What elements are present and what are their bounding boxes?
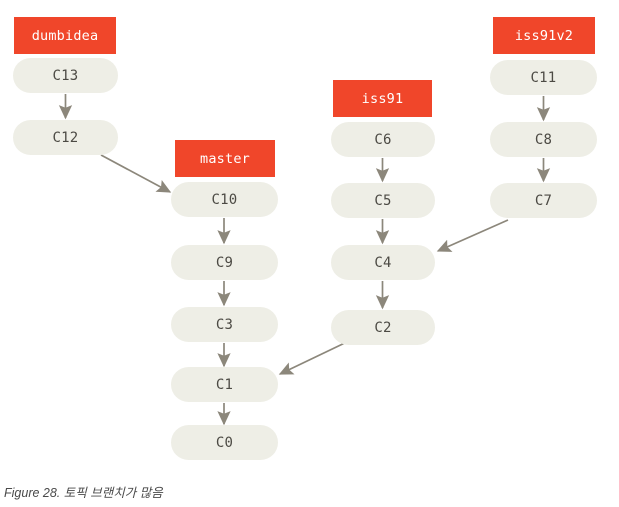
commit-node-c11-text: C11 bbox=[530, 69, 557, 86]
branch-label-master-text: master bbox=[200, 150, 250, 167]
commit-node-c7[interactable]: C7 bbox=[490, 183, 597, 218]
branch-label-master[interactable]: master bbox=[175, 140, 275, 177]
commit-node-c9[interactable]: C9 bbox=[171, 245, 278, 280]
branch-label-iss91[interactable]: iss91 bbox=[333, 80, 432, 117]
commit-node-c11[interactable]: C11 bbox=[490, 60, 597, 95]
figure-caption: Figure 28. 토픽 브랜치가 많음 bbox=[4, 486, 163, 500]
commit-node-c1[interactable]: C1 bbox=[171, 367, 278, 402]
edge-c2-c1 bbox=[278, 339, 352, 375]
commit-node-c0[interactable]: C0 bbox=[171, 425, 278, 460]
commit-node-c13-text: C13 bbox=[52, 67, 79, 84]
commit-node-c7-text: C7 bbox=[534, 192, 553, 209]
commit-node-c10-text: C10 bbox=[211, 191, 238, 208]
commit-node-c1-text: C1 bbox=[215, 376, 234, 393]
branch-label-iss91v2[interactable]: iss91v2 bbox=[493, 17, 595, 54]
branch-label-iss91-text: iss91 bbox=[361, 90, 404, 107]
commit-node-c4[interactable]: C4 bbox=[331, 245, 435, 280]
branch-label-dumbidea[interactable]: dumbidea bbox=[14, 17, 116, 54]
commit-node-c5[interactable]: C5 bbox=[331, 183, 435, 218]
branch-label-dumbidea-text: dumbidea bbox=[31, 27, 99, 44]
commit-node-c9-text: C9 bbox=[215, 254, 234, 271]
commit-node-c3-text: C3 bbox=[215, 316, 234, 333]
commit-node-c0-text: C0 bbox=[215, 434, 234, 451]
commit-node-c8-text: C8 bbox=[534, 131, 553, 148]
commit-node-c5-text: C5 bbox=[374, 192, 392, 209]
commit-node-c3[interactable]: C3 bbox=[171, 307, 278, 342]
commit-node-c2-text: C2 bbox=[374, 319, 392, 336]
commit-node-c6[interactable]: C6 bbox=[331, 122, 435, 157]
commit-node-c12-text: C12 bbox=[52, 129, 79, 146]
commit-node-c13[interactable]: C13 bbox=[13, 58, 118, 93]
commit-node-c4-text: C4 bbox=[374, 254, 392, 271]
edge-c12-c10 bbox=[100, 154, 172, 193]
commit-node-c10[interactable]: C10 bbox=[171, 182, 278, 217]
commit-node-c12[interactable]: C12 bbox=[13, 120, 118, 155]
commit-graph: dumbidea C13 C12 master C10 C9 C3 C1 C0 … bbox=[13, 17, 597, 460]
edge-c7-c4 bbox=[436, 219, 509, 252]
commit-node-c8[interactable]: C8 bbox=[490, 122, 597, 157]
commit-node-c6-text: C6 bbox=[374, 131, 392, 148]
branch-label-iss91v2-text: iss91v2 bbox=[514, 27, 574, 44]
commit-node-c2[interactable]: C2 bbox=[331, 310, 435, 345]
